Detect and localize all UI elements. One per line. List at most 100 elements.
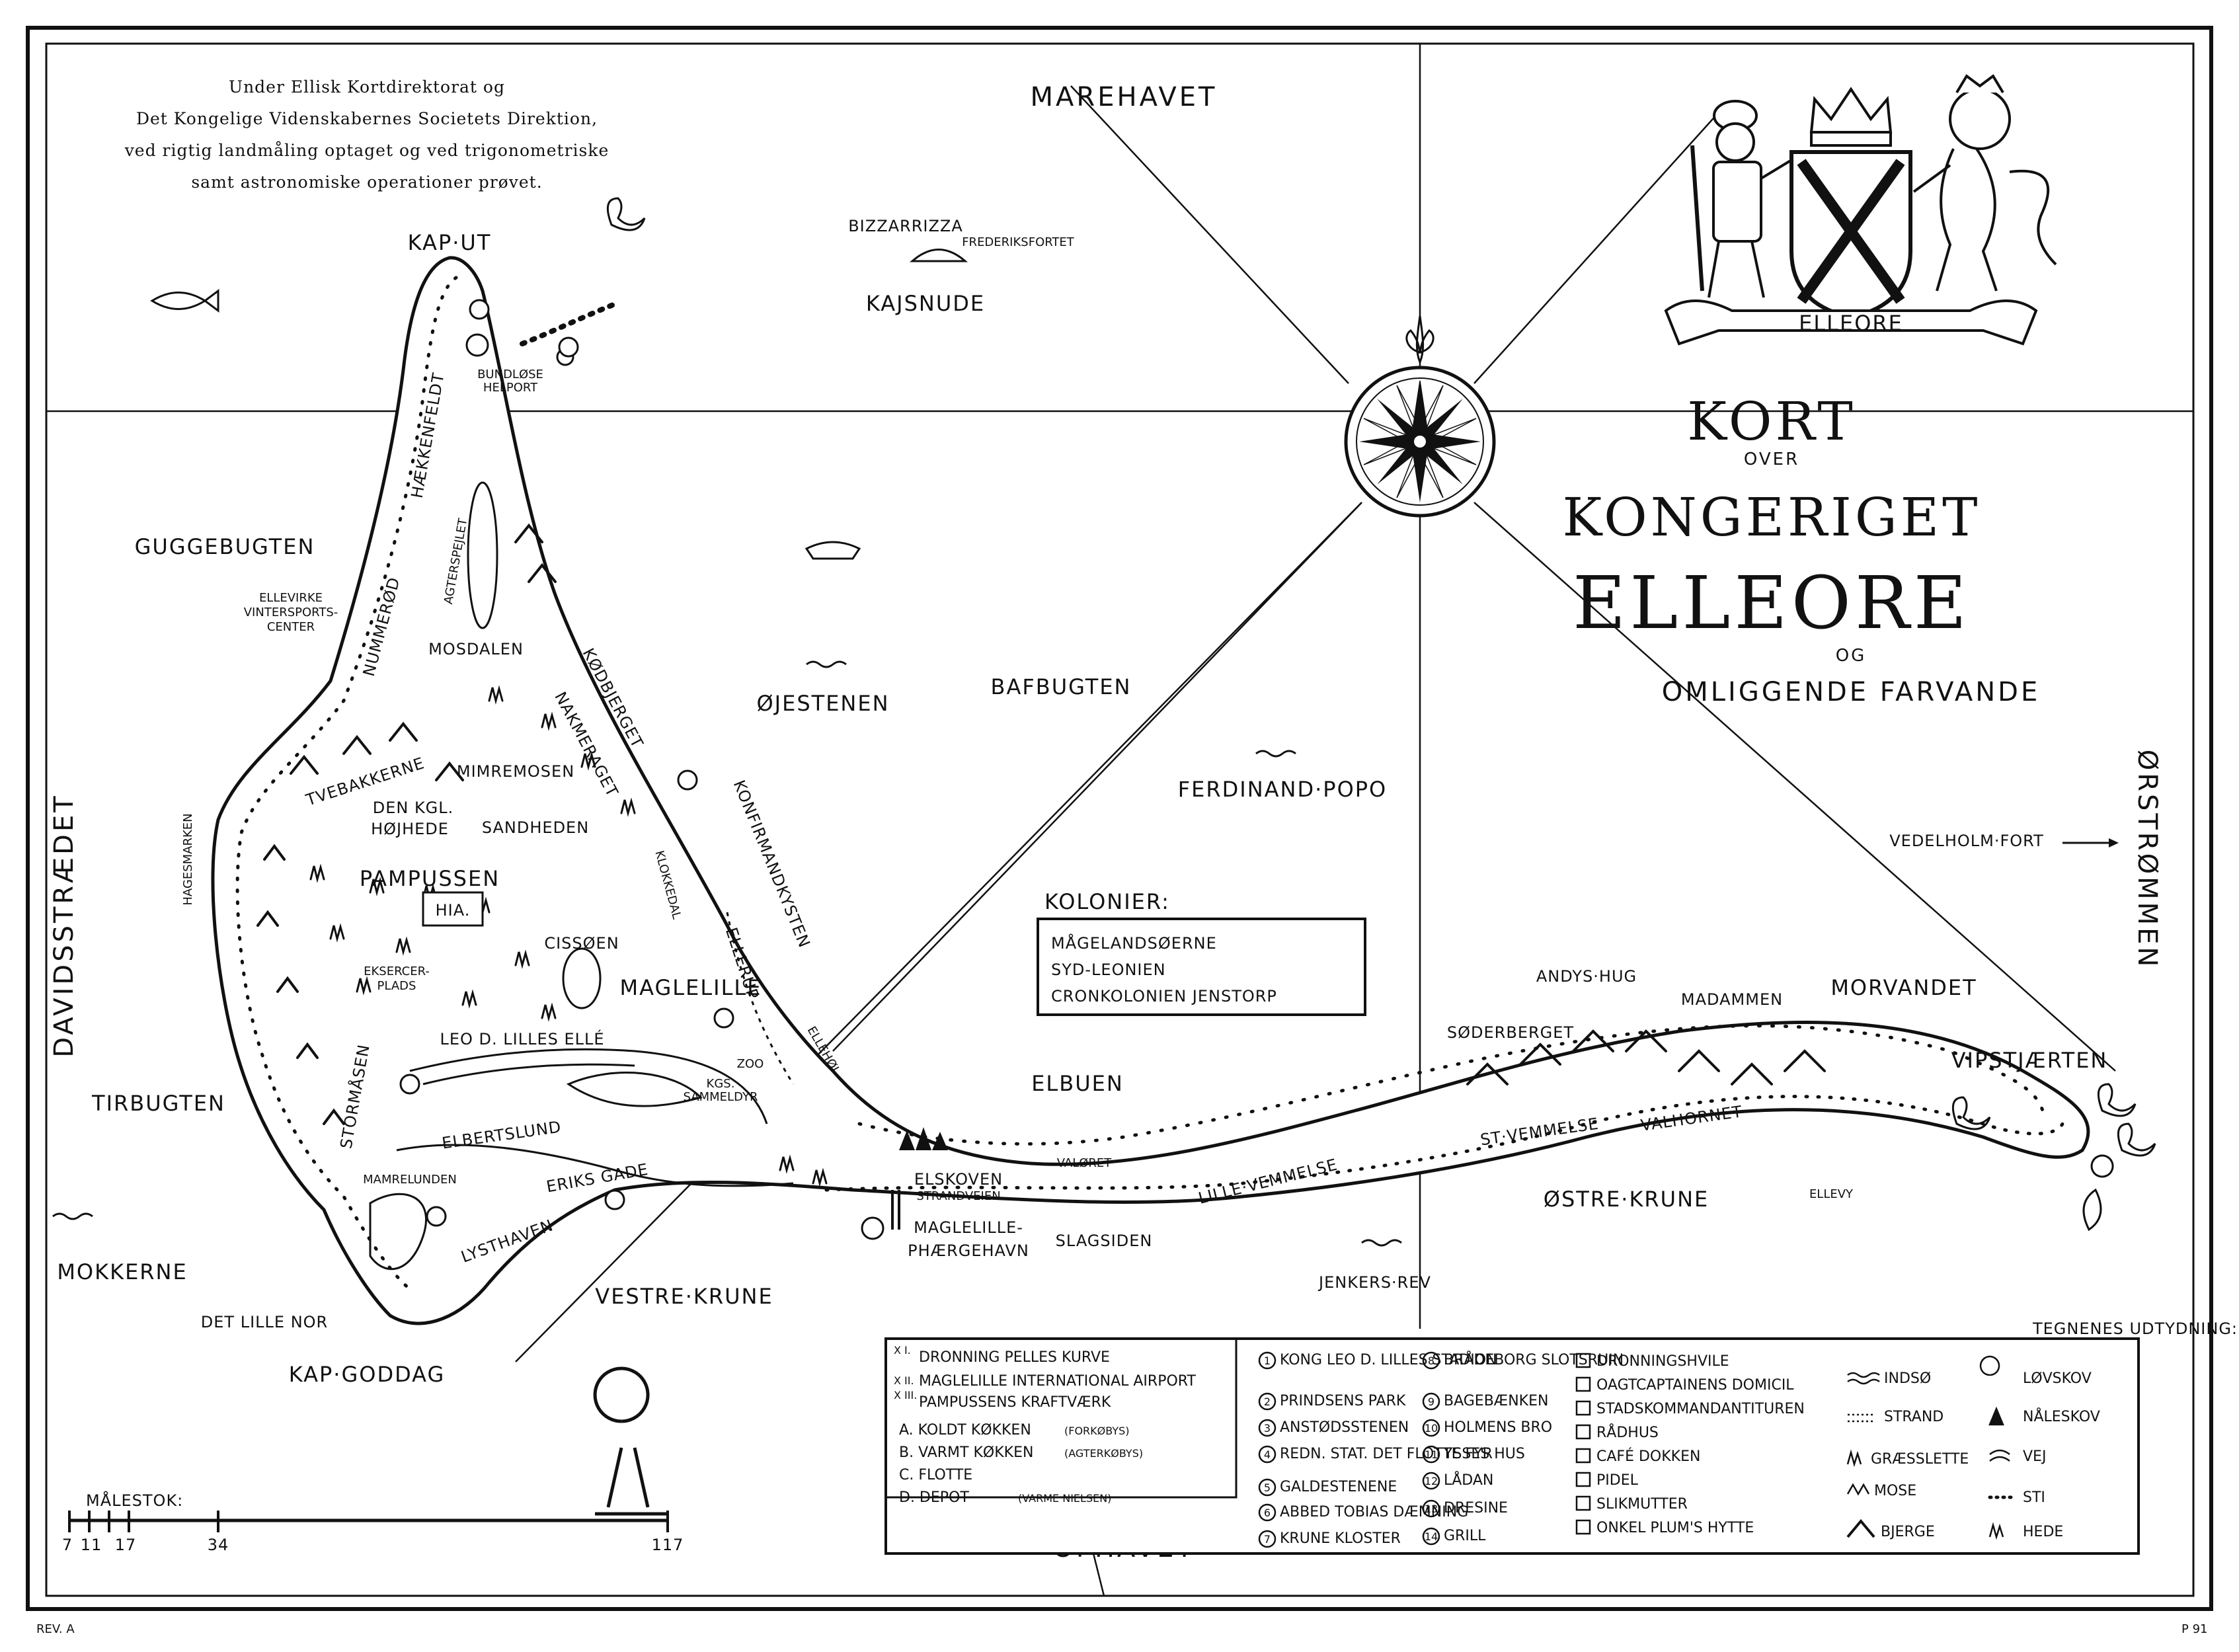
colony-item-2: SYD-LEONIEN: [1051, 961, 1166, 979]
label-ferdinand-popo: FERDINAND·POPO: [1178, 777, 1387, 802]
label-pampussen: PAMPUSSEN: [360, 866, 500, 891]
legend-numbered-10: HOLMENS BRO: [1444, 1419, 1552, 1436]
label-bafbugten: BAFBUGTEN: [991, 674, 1132, 699]
legend-num-11: 11: [1425, 1448, 1438, 1461]
title-line-over: OVER: [1744, 450, 1799, 469]
legend-left-3: PAMPUSSENS KRAFTVÆRK: [919, 1394, 1111, 1411]
legend-symbol-1: DRONNINGSHVILE: [1596, 1353, 1729, 1370]
sea-north: MAREHAVET: [1031, 82, 1218, 112]
label-kajsnude: KAJSNUDE: [866, 291, 985, 316]
title-line-kongeriget: KONGERIGET: [1562, 487, 1981, 548]
header-line-2: Det Kongelige Videnskabernes Societets D…: [136, 109, 598, 128]
bog-icon: [1846, 1483, 1870, 1496]
label-ekscercerplads: EKSERCER-: [364, 964, 430, 978]
legend-num-12: 12: [1425, 1475, 1438, 1487]
legend-left-note-4: (VARME NIELSEN): [1018, 1492, 1111, 1505]
label-kap-goddag: KAP·GODDAG: [289, 1362, 446, 1387]
compass-rays: [515, 85, 2116, 1362]
title-line-kort: KORT: [1687, 391, 1856, 452]
map-frame: [26, 26, 2213, 1611]
legend-num-13: 13: [1425, 1503, 1438, 1515]
legend-numbered-2: PRINDSENS PARK: [1280, 1393, 1406, 1409]
legend-left-2: MAGLELILLE INTERNATIONAL AIRPORT: [919, 1373, 1196, 1390]
bay-mamrelunden: [369, 1193, 427, 1271]
scale-tick-4: 34: [208, 1536, 229, 1554]
legend-terrain-1: INDSØ: [1884, 1370, 1931, 1387]
scale-tick-1: 7: [62, 1536, 73, 1554]
label-ojestenen: ØJESTENEN: [756, 691, 889, 716]
scale-tick-3: 17: [115, 1536, 137, 1554]
scale-tick-2: 11: [81, 1536, 102, 1554]
legend-terrain-8: STI: [2023, 1489, 2045, 1506]
lion-supporter-icon: [1912, 74, 2057, 292]
label-ellevirke-2: VINTERSPORTS-: [244, 606, 338, 619]
label-soderberget: SØDERBERGET: [1447, 1023, 1574, 1042]
legend-num-5: 5: [1264, 1481, 1271, 1494]
lake-cissoen: [562, 947, 602, 1009]
island-elleore: [211, 256, 2090, 1325]
header-line-3: ved rigtig landmåling optaget og ved tri…: [124, 141, 609, 160]
sea-west: DAVIDSSTRÆDET: [49, 793, 79, 1057]
mountain-symbols: [256, 523, 1826, 1125]
legend-symbol-6: PIDEL: [1596, 1472, 1639, 1489]
corner-mark-bottom-left: REV. A: [36, 1622, 75, 1636]
label-frederiksfortet: FREDERIKSFORTET: [962, 235, 1075, 249]
grass-icon: [1846, 1449, 1862, 1468]
legend-numbered-7: KRUNE KLOSTER: [1280, 1530, 1401, 1547]
legend-num-7: 7: [1264, 1533, 1271, 1546]
label-sammeldyr: SAMMELDYR: [684, 1090, 758, 1104]
label-bundlose: BUNDLØSE: [477, 368, 543, 381]
sea-east: ØRSTRØMMEN: [2132, 750, 2162, 970]
lake-icon: [1847, 1372, 1880, 1385]
label-hia: HIA.: [436, 901, 471, 920]
legend-num-9: 9: [1428, 1396, 1434, 1408]
legend-terrain-5: GRÆSSLETTE: [1871, 1451, 1969, 1468]
legend-left-7: D. DEPOT: [899, 1489, 969, 1506]
heath-icon: [1988, 1522, 2004, 1540]
road-icon: [1989, 1449, 2010, 1462]
legend-num-4: 4: [1264, 1448, 1271, 1461]
colony-item-1: MÅGELANDSØERNE: [1051, 933, 1217, 953]
legend-heading: TEGNENES UDTYDNING:: [2032, 1319, 2238, 1338]
legend-numbered-13: DRESINE: [1444, 1500, 1508, 1516]
legend-symbol-3: STADSKOMMANDANTITUREN: [1596, 1401, 1805, 1417]
legend-terrain-4: NÅLESKOV: [2023, 1407, 2100, 1425]
header-line-1: Under Ellisk Kortdirektorat og: [229, 77, 505, 97]
legend-num-6: 6: [1264, 1507, 1271, 1519]
ferry-pier: [891, 1190, 900, 1230]
mountain-icon: [1846, 1518, 1875, 1538]
legend-left-note-1: (FORKØBYS): [1064, 1425, 1130, 1437]
legend-terrain-9: BJERGE: [1881, 1524, 1935, 1540]
legend-symbol-7: SLIKMUTTER: [1596, 1496, 1688, 1513]
map-header: Under Ellisk Kortdirektorat og Det Konge…: [124, 77, 609, 192]
label-zoo: ZOO: [737, 1057, 764, 1071]
island-coastline: [211, 256, 2090, 1325]
legend-symbol-4: RÅDHUS: [1596, 1423, 1659, 1441]
label-bizzarrizza: BIZZARRIZZA: [848, 217, 963, 235]
label-mosdalen: MOSDALEN: [428, 640, 524, 658]
legend-numbered-3: ANSTØDSSTENEN: [1280, 1419, 1409, 1436]
title-line-elleore: ELLEORE: [1573, 561, 1971, 645]
header-line-4: samt astronomiske operationer prøvet.: [191, 173, 542, 192]
label-vestre-krune: VESTRE·KRUNE: [595, 1284, 773, 1309]
label-valoret: VALØRET: [1057, 1156, 1113, 1170]
shield-saltire-icon: [1789, 150, 1912, 320]
map-title: KORT OVER KONGERIGET ELLEORE OG OMLIGGEN…: [1562, 391, 2037, 707]
label-vipstjaerten: VIPSTJÆRTEN: [1951, 1048, 2108, 1073]
wave-icon: [1255, 750, 1296, 758]
legend-left-1: DRONNING PELLES KURVE: [919, 1349, 1110, 1366]
legend: TEGNENES UDTYDNING: X I. X II. X III. DR…: [884, 1319, 2238, 1555]
legend-num-2: 2: [1264, 1396, 1271, 1408]
leaf-tree-icon: [1979, 1355, 2000, 1376]
legend-terrain-3: STRAND: [1884, 1409, 1944, 1425]
coat-of-arms: [1664, 74, 2057, 346]
label-guggebugten: GUGGEBUGTEN: [135, 534, 315, 559]
legend-marker-2: X II.: [894, 1374, 914, 1387]
vegetation-symbols: [309, 685, 828, 1187]
legend-numbered-8: BRÅDEBORG SLOTSRUIN: [1444, 1351, 1624, 1368]
scale-bar: MÅLESTOK: 7 11 17 34 117: [62, 1491, 684, 1554]
crown-icon: [1809, 87, 1893, 147]
label-sandheden: SANDHEDEN: [482, 818, 589, 837]
legend-marker-3: X III.: [894, 1389, 917, 1401]
ribbon-banner: [1664, 299, 2038, 346]
